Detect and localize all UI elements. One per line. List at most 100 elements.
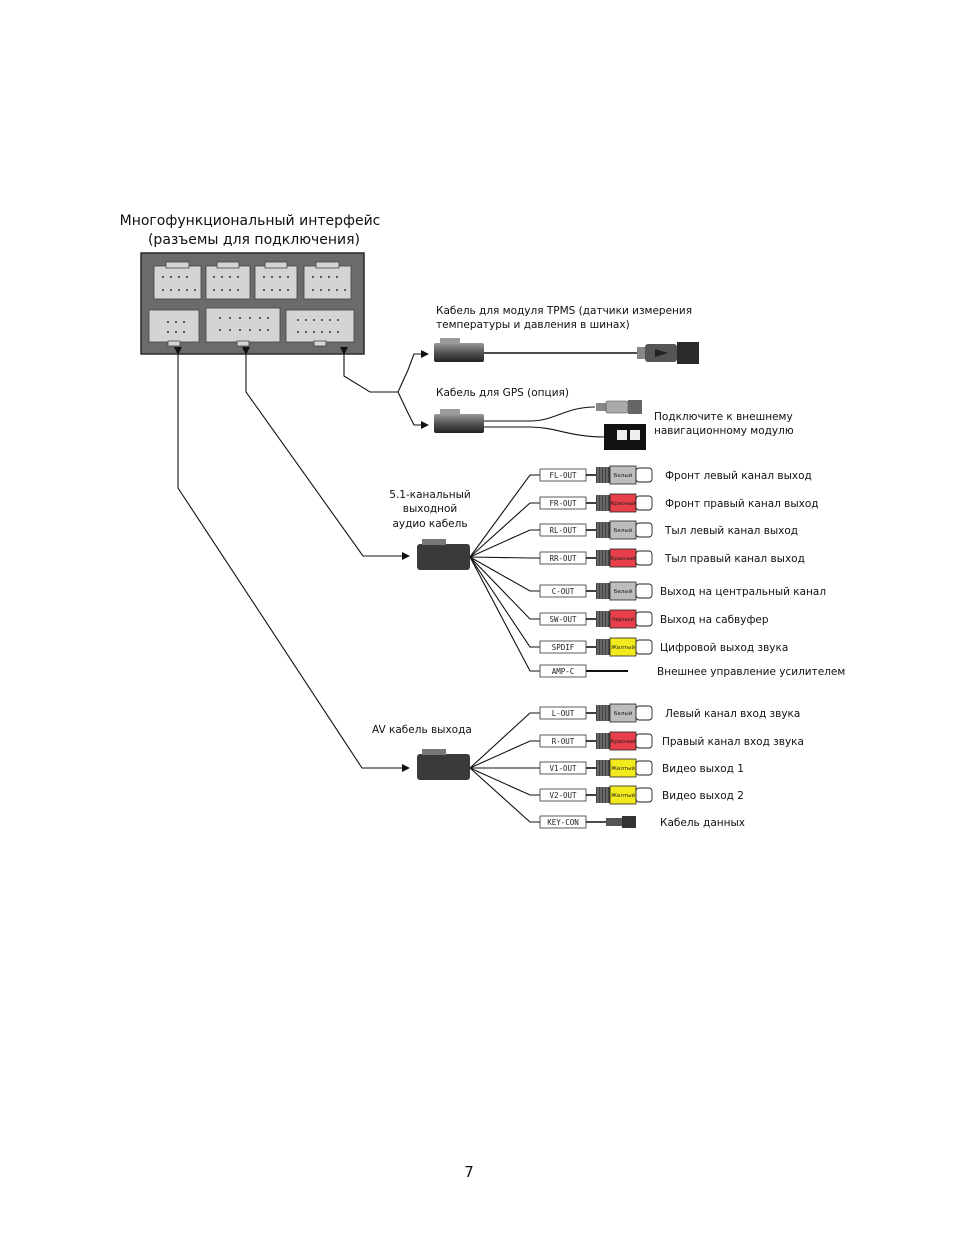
socket-4 — [303, 261, 352, 300]
plug-grip — [596, 760, 610, 776]
output-tag: RR-OUT — [549, 554, 577, 563]
output-tag: V1-OUT — [549, 764, 577, 773]
plug-tip — [635, 550, 653, 566]
output-description: Фронт левый канал выход — [665, 470, 812, 482]
output-tag: KEY-CON — [547, 818, 579, 827]
cable-wire — [469, 556, 540, 648]
cable-wire — [469, 712, 540, 769]
plug-grip — [596, 705, 610, 721]
output-tag: L-OUT — [552, 709, 575, 718]
output-description: Внешнее управление усилителем — [657, 666, 845, 678]
socket-2 — [205, 261, 251, 300]
output-tag: V2-OUT — [549, 791, 577, 800]
output-description: Тыл левый канал выход — [664, 525, 798, 537]
plug-tip — [635, 760, 653, 776]
rca-plug-icon — [596, 609, 653, 629]
output-description: Цифровой выход звука — [660, 642, 788, 654]
block-connection-lines — [174, 347, 429, 772]
plug-color-label: Белый — [614, 472, 633, 479]
page-number: 7 — [464, 1163, 474, 1181]
plug-color-label: Белый — [614, 710, 633, 717]
plug-tip — [635, 522, 653, 538]
plug-tip — [635, 639, 653, 655]
audio51-outputs: FL-OUT Белый Фронт левый канал выходFR-OUT… — [469, 465, 845, 678]
rca-plug-icon — [596, 637, 653, 657]
output-description: Фронт правый канал выход — [665, 498, 819, 510]
cable-wire — [469, 556, 540, 672]
audio51-output-row: FL-OUT Белый Фронт левый канал выход — [469, 465, 812, 558]
data-plug-head — [622, 816, 636, 828]
plug-tip — [635, 705, 653, 721]
gps-cable — [434, 400, 646, 450]
plug-color-label: Белый — [614, 527, 633, 534]
output-tag: AMP-C — [552, 667, 575, 676]
interface-title-line1: Многофункциональный интерфейс — [120, 213, 381, 229]
output-tag: SW-OUT — [549, 615, 577, 624]
cable-wire — [469, 474, 540, 558]
plug-color-label: Белый — [614, 588, 633, 595]
socket-6 — [205, 307, 281, 347]
plug-grip — [596, 787, 610, 803]
plug-grip — [596, 733, 610, 749]
output-description: Кабель данных — [660, 817, 745, 829]
plug-grip — [596, 639, 610, 655]
plug-tip — [635, 495, 653, 511]
audio51-output-row: AMP-C Внешнее управление усилителем — [469, 556, 845, 678]
multifunction-interface-block — [140, 252, 365, 355]
cable-wire — [469, 529, 540, 558]
rca-plug-icon — [596, 493, 653, 513]
output-description: Выход на сабвуфер — [660, 614, 769, 626]
audio51-connector — [417, 539, 470, 570]
cable-wire — [469, 556, 540, 592]
plug-tip — [635, 467, 653, 483]
cable-wire — [469, 767, 540, 796]
plug-color-label: Красный — [610, 555, 636, 562]
socket-5 — [148, 309, 200, 347]
plug-tip — [635, 787, 653, 803]
cable-wire — [469, 556, 540, 559]
output-description: Выход на центральный канал — [660, 586, 826, 598]
cable-wire — [469, 556, 540, 620]
cable-wire — [469, 502, 540, 558]
output-description: Видео выход 2 — [662, 790, 744, 802]
plug-grip — [596, 467, 610, 483]
rca-plug-icon — [596, 581, 653, 601]
plug-color-label: Желтый — [611, 644, 635, 651]
tpms-cable — [434, 338, 699, 364]
gps-label: Кабель для GPS (опция) — [436, 387, 569, 399]
rca-plug-icon — [596, 520, 653, 540]
rca-plug-icon — [596, 731, 653, 751]
cable-wire — [469, 740, 540, 769]
cable-wire — [469, 767, 540, 823]
plug-tip — [635, 583, 653, 599]
av-connector — [417, 749, 470, 780]
output-tag: FL-OUT — [549, 471, 577, 480]
gps-note-line1: Подключите к внешнему — [654, 411, 793, 423]
av-label: AV кабель выхода — [372, 724, 472, 736]
audio51-label-line2: выходной — [403, 503, 458, 515]
rca-plug-icon — [596, 785, 653, 805]
socket-1 — [153, 261, 202, 300]
rca-plug-icon — [596, 703, 653, 723]
audio51-label-line1: 5.1-канальный — [389, 489, 470, 501]
plug-tip — [635, 611, 653, 627]
data-plug-icon — [606, 818, 622, 826]
tpms-label-line2: температуры и давления в шинах) — [436, 319, 630, 331]
socket-pins — [162, 276, 346, 333]
interface-title-line2: (разъемы для подключения) — [148, 232, 360, 248]
output-tag: FR-OUT — [549, 499, 577, 508]
audio51-label-line3: аудио кабель — [392, 518, 467, 530]
output-tag: R-OUT — [552, 737, 575, 746]
av-output-row: KEY-CON Кабель данных — [469, 767, 745, 829]
plug-grip — [596, 611, 610, 627]
output-tag: SPDIF — [552, 643, 575, 652]
gps-note-line2: навигационному модулю — [654, 425, 794, 437]
